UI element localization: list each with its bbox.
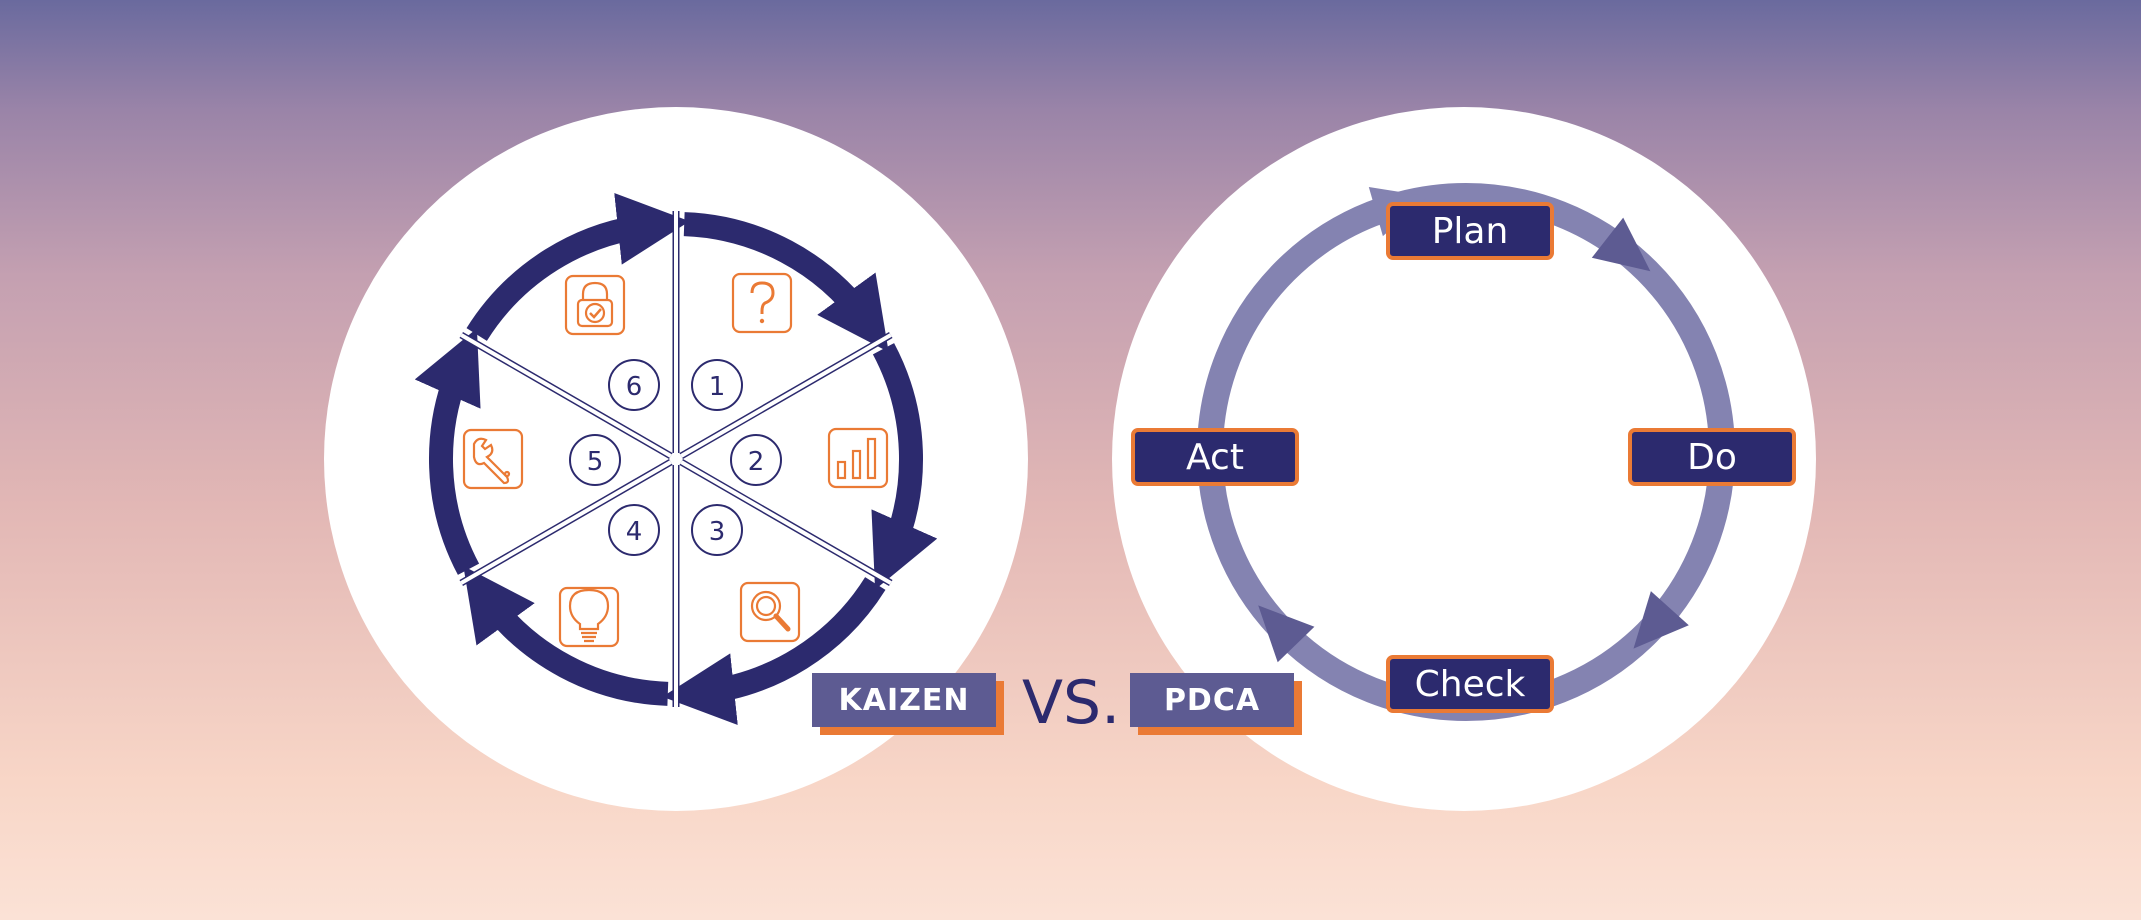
- svg-text:2: 2: [748, 447, 765, 477]
- phase-act: Act: [1131, 428, 1299, 486]
- kaizen-arrow-2: [871, 343, 938, 590]
- pdca-label: PDCA: [1130, 673, 1294, 727]
- kaizen-step-numbers: 1 2 3 4 5 6: [569, 359, 782, 556]
- kaizen-arrow-6: [466, 193, 690, 341]
- step-number-5: 5: [569, 434, 621, 486]
- padlock-check-icon: [564, 274, 626, 336]
- pdca-arrow-check-to-act: [1258, 605, 1315, 663]
- pdca-arrow-do-to-check: [1633, 591, 1689, 649]
- bar-chart-icon: [827, 427, 889, 489]
- kaizen-cycle-arrows: [414, 193, 938, 725]
- kaizen-arrow-3: [662, 577, 886, 725]
- magnifier-icon: [739, 581, 801, 643]
- vs-text: VS.: [1022, 668, 1121, 738]
- svg-text:1: 1: [709, 372, 726, 402]
- kaizen-arrow-1: [683, 212, 889, 352]
- kaizen-label: KAIZEN: [812, 673, 996, 727]
- question-icon: [731, 272, 793, 334]
- step-number-1: 1: [691, 359, 743, 411]
- phase-check: Check: [1386, 655, 1554, 713]
- step-number-4: 4: [608, 504, 660, 556]
- kaizen-arrow-5: [414, 328, 481, 575]
- step-number-3: 3: [691, 504, 743, 556]
- wrench-icon: [462, 428, 524, 490]
- pdca-arrow-plan-to-do: [1591, 217, 1651, 272]
- lightbulb-icon: [558, 586, 620, 648]
- svg-text:4: 4: [626, 517, 643, 547]
- svg-text:3: 3: [709, 517, 726, 547]
- step-number-2: 2: [730, 434, 782, 486]
- phase-do: Do: [1628, 428, 1796, 486]
- svg-text:6: 6: [626, 372, 643, 402]
- kaizen-arrow-4: [463, 566, 669, 706]
- step-number-6: 6: [608, 359, 660, 411]
- phase-plan: Plan: [1386, 202, 1554, 260]
- kaizen-sector-dividers: [459, 211, 893, 707]
- svg-text:5: 5: [587, 447, 604, 477]
